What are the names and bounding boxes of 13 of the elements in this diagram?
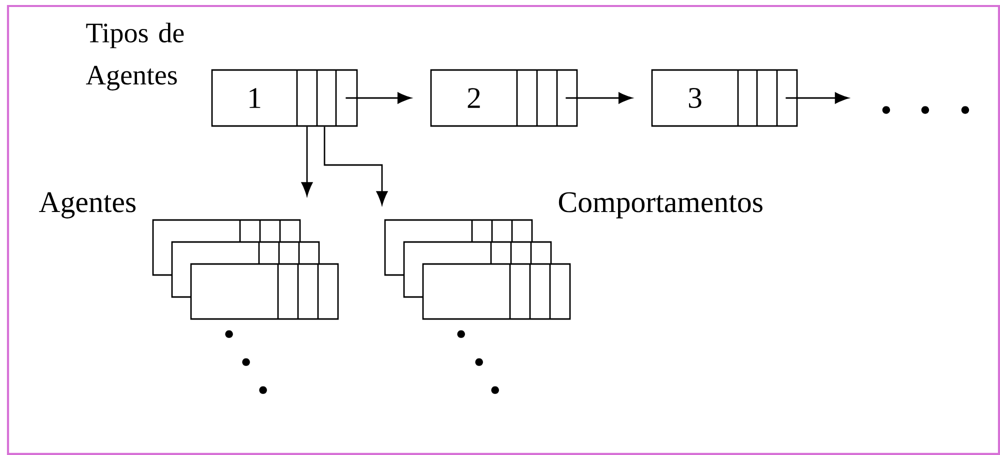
arrow: [324, 126, 388, 205]
arrow: [566, 92, 632, 104]
node-label: Tipos de Agentes: [86, 22, 184, 90]
record-stack: [152, 219, 339, 320]
node-label: Agentes: [39, 192, 136, 218]
record-box: 3: [651, 69, 798, 127]
arrow: [301, 126, 313, 196]
record-box: 1: [211, 69, 358, 127]
arrow: [346, 92, 412, 104]
record-box: 2: [430, 69, 578, 127]
node-label: Comportamentos: [558, 192, 762, 218]
arrow: [786, 92, 849, 104]
record-stack: [384, 219, 571, 320]
